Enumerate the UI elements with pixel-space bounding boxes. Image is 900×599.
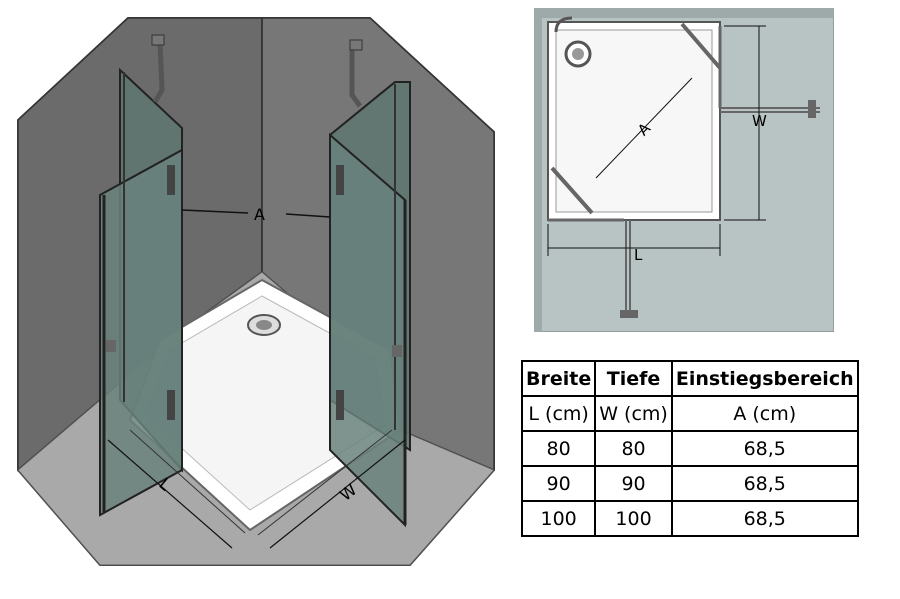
table-row: 100 100 68,5 [520,500,859,537]
cell-tiefe: 90 [594,465,673,502]
unit-l: L (cm) [520,395,597,432]
cell-einstieg: 68,5 [670,465,859,502]
plan-label-l: L [634,246,643,264]
table-header-row: Breite Tiefe Einstiegsbereich [520,360,859,397]
cell-einstieg: 68,5 [670,430,859,467]
isometric-shower-diagram: A L W [17,17,495,566]
dimensions-table: Breite Tiefe Einstiegsbereich L (cm) W (… [520,360,859,537]
cell-breite: 90 [520,465,597,502]
table-row: 80 80 68,5 [520,430,859,467]
plan-label-w: W [752,112,767,130]
header-tiefe: Tiefe [594,360,673,397]
unit-w: W (cm) [594,395,673,432]
header-breite: Breite [520,360,597,397]
unit-a: A (cm) [670,395,859,432]
plan-view-diagram: A W L [534,8,834,332]
table-units-row: L (cm) W (cm) A (cm) [520,395,859,432]
iso-label-a: A [254,205,265,224]
left-glass-door [99,148,183,517]
cell-einstieg: 68,5 [670,500,859,537]
header-einstiegsbereich: Einstiegsbereich [670,360,859,397]
cell-breite: 100 [520,500,597,537]
cell-breite: 80 [520,430,597,467]
table-row: 90 90 68,5 [520,465,859,502]
cell-tiefe: 80 [594,430,673,467]
cell-tiefe: 100 [594,500,673,537]
